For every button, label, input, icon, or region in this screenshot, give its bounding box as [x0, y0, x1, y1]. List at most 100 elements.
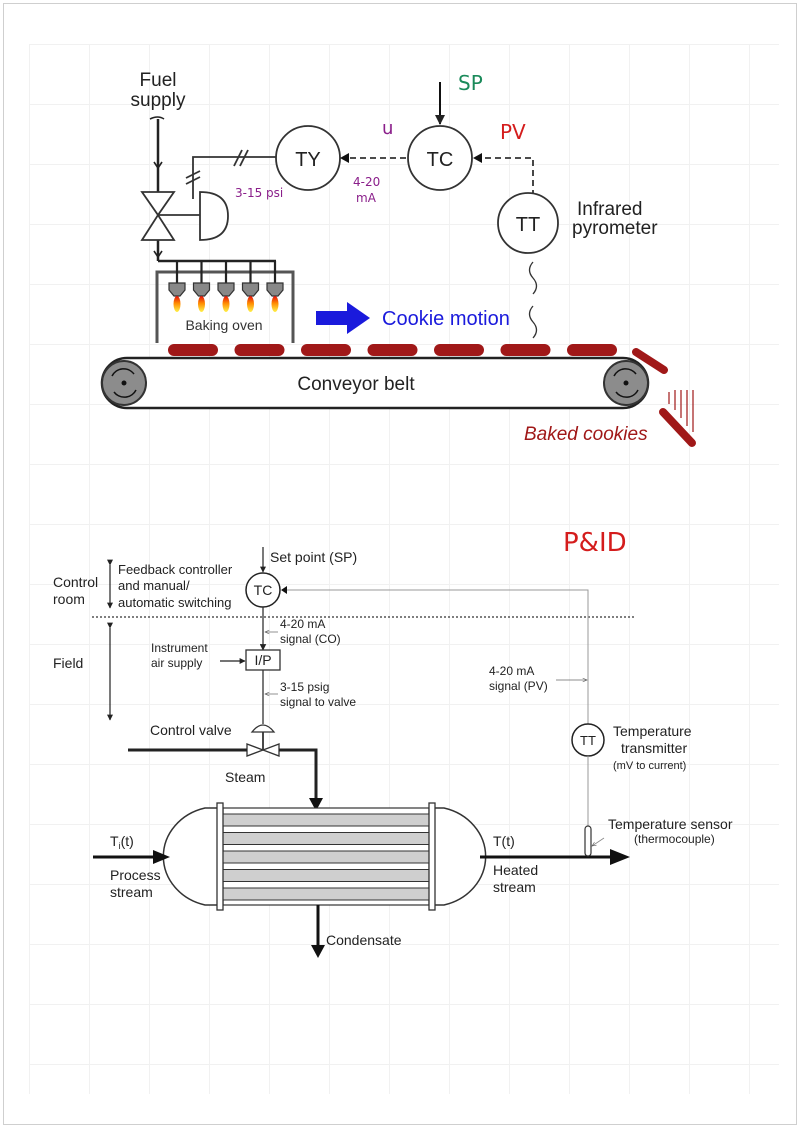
grid-background	[29, 44, 779, 1094]
right-roller-icon	[603, 360, 649, 406]
falling-cookie	[659, 408, 696, 447]
ti-subscript: i	[119, 841, 121, 851]
psi-annotation: 3-15 psi	[235, 186, 283, 200]
field-label: Field	[53, 655, 83, 671]
cookies-on-belt	[168, 344, 617, 356]
sp-annotation: SP	[458, 71, 483, 95]
condensate-arrow-icon	[311, 945, 325, 958]
ti-label: Ti(t)	[110, 833, 134, 851]
valve-signal-label-1: 3-15 psig	[280, 680, 329, 694]
flame-icon	[222, 296, 230, 312]
heat-exchanger-tube	[222, 887, 430, 901]
tc-controller-bubble	[407, 125, 473, 191]
left-roller-icon	[101, 360, 147, 406]
conveyor-belt-label: Conveyor belt	[297, 374, 415, 395]
right-tubesheet	[428, 802, 436, 911]
burner-nozzle-icon	[266, 282, 284, 297]
tt-label: TT	[580, 733, 596, 748]
transmitter-label-1: Temperature	[613, 723, 692, 739]
flame-icon	[247, 296, 254, 312]
baked-cookies-label: Baked cookies	[524, 424, 648, 445]
inlet-arrow-icon	[153, 850, 170, 864]
ti-suffix: (t)	[121, 833, 134, 849]
flame-icon	[173, 296, 181, 312]
co-signal-label-1: 4-20 mA	[280, 617, 325, 631]
notes-page	[3, 3, 797, 1125]
u-annotation: u	[382, 118, 393, 139]
heat-exchanger-tube	[222, 850, 430, 864]
oven-label: Baking oven	[185, 317, 262, 333]
steam-pipe	[279, 748, 318, 800]
fuel-supply-label-2: supply	[131, 90, 186, 111]
tt-transmitter-bubble	[497, 192, 559, 254]
control-room-label-1: Control	[53, 574, 98, 590]
burner-nozzle-icon	[168, 282, 186, 297]
ti-symbol: T	[110, 833, 119, 849]
transmitter-label-2: transmitter	[621, 740, 687, 756]
valve-signal-label-2: signal to valve	[280, 695, 356, 709]
motion-arrow-icon	[316, 302, 370, 334]
left-tubesheet	[216, 802, 224, 911]
flame-icon	[198, 296, 205, 312]
tube-bundle	[222, 813, 430, 901]
tc-label: TC	[254, 582, 273, 598]
heated-stream-label-2: stream	[493, 879, 536, 895]
cookie	[301, 344, 351, 356]
arrow-icon	[340, 153, 349, 163]
arrow-icon	[473, 153, 482, 163]
pv-annotation: PV	[500, 120, 526, 144]
ma-annotation-1: 4-20	[353, 175, 380, 189]
burner-nozzle-icon	[192, 282, 211, 297]
cookie	[367, 344, 418, 356]
cookie	[500, 344, 551, 356]
control-valve-icon	[246, 724, 280, 757]
controller-desc-1: Feedback controller	[118, 562, 233, 577]
pneumatic-signal-line	[185, 149, 276, 199]
cookie-oven-diagram: Fuel supply TY	[100, 70, 696, 447]
outlet-arrow-icon	[610, 849, 630, 865]
sensor-label-1: Temperature sensor	[608, 816, 733, 832]
steam-arrow-icon	[309, 798, 323, 811]
cookie	[567, 344, 617, 356]
fuel-valve-icon	[140, 191, 229, 241]
ty-label: TY	[295, 149, 321, 171]
fall-lines	[668, 390, 694, 432]
t-out-label: T(t)	[493, 833, 515, 849]
burner-array	[168, 261, 284, 312]
tt-label: TT	[516, 214, 540, 236]
pv-signal-label-1: 4-20 mA	[489, 664, 534, 678]
cookie	[234, 344, 285, 356]
fuel-supply-label-1: Fuel	[140, 70, 177, 91]
arrow-icon	[281, 586, 287, 594]
controller-desc-3: automatic switching	[118, 595, 231, 610]
burner-nozzle-icon	[217, 282, 235, 297]
thermocouple-icon	[584, 825, 592, 857]
heat-exchanger	[162, 802, 487, 911]
ma-annotation-2: mA	[356, 191, 377, 205]
control-room-label-2: room	[53, 591, 85, 607]
pid-title: P&ID	[563, 528, 627, 558]
burner-nozzle-icon	[241, 282, 260, 297]
instrument-air-label-1: Instrument	[151, 641, 208, 655]
heat-exchanger-tube	[222, 869, 430, 882]
ip-label: I/P	[254, 652, 271, 668]
sensor-pointer	[592, 837, 605, 846]
heat-exchanger-tube	[222, 813, 430, 827]
condensate-label: Condensate	[326, 932, 402, 948]
heat-exchanger-tube	[222, 832, 430, 845]
transmitter-label-3: (mV to current)	[613, 760, 686, 772]
control-valve-label: Control valve	[150, 722, 232, 738]
steam-label: Steam	[225, 769, 265, 785]
pv-feedback-line	[282, 589, 589, 740]
heated-stream-label-1: Heated	[493, 862, 538, 878]
process-stream-label-1: Process	[110, 867, 161, 883]
tc-label: TC	[427, 149, 454, 171]
pv-signal-label-2: signal (PV)	[489, 679, 548, 693]
pid-diagram: P&ID Control room Feedback controller an…	[53, 528, 733, 958]
sensor-label-2: (thermocouple)	[634, 832, 715, 846]
cookie	[434, 344, 484, 356]
infrared-wave	[528, 261, 538, 339]
co-signal-label-2: signal (CO)	[280, 632, 341, 646]
instrument-air-label-2: air supply	[151, 656, 202, 670]
